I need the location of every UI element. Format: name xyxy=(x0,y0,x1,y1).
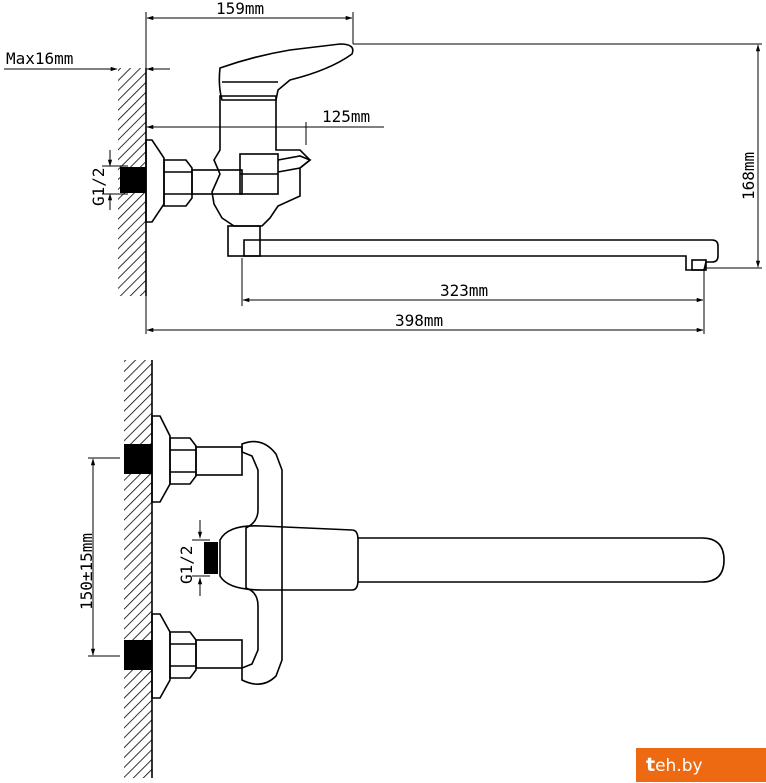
side-nut xyxy=(163,159,193,207)
top-inlet-lower xyxy=(124,640,152,670)
top-spout xyxy=(358,537,725,583)
watermark-badge[interactable]: teh.by xyxy=(636,748,766,782)
top-lever xyxy=(219,524,359,591)
label-398mm: 398mm xyxy=(395,311,443,330)
top-inlet-upper xyxy=(124,444,152,474)
top-body-bridge xyxy=(241,440,283,685)
label-168mm: 168mm xyxy=(739,152,758,200)
side-body xyxy=(211,95,312,227)
watermark-text: eh.by xyxy=(655,756,703,776)
side-spout xyxy=(243,239,719,271)
side-aerator xyxy=(691,259,707,271)
top-view xyxy=(88,360,725,778)
top-escutcheon-lower xyxy=(151,613,171,699)
side-escutcheon xyxy=(145,139,165,223)
top-outlet-thread xyxy=(204,542,218,574)
label-323mm: 323mm xyxy=(440,281,488,300)
top-wall-hatch xyxy=(124,360,152,778)
top-escutcheon-upper xyxy=(151,415,171,503)
label-g12-side: G1/2 xyxy=(89,167,108,206)
label-spacing: 150±15mm xyxy=(77,533,96,610)
side-view xyxy=(4,12,762,334)
watermark-logo-mark: t xyxy=(646,754,656,776)
label-max16mm: Max16mm xyxy=(6,49,73,68)
label-g12-top: G1/2 xyxy=(177,545,196,584)
side-lever xyxy=(218,43,354,101)
label-125mm: 125mm xyxy=(322,107,370,126)
side-inlet-pipe xyxy=(120,167,146,193)
label-159mm: 159mm xyxy=(216,0,264,18)
